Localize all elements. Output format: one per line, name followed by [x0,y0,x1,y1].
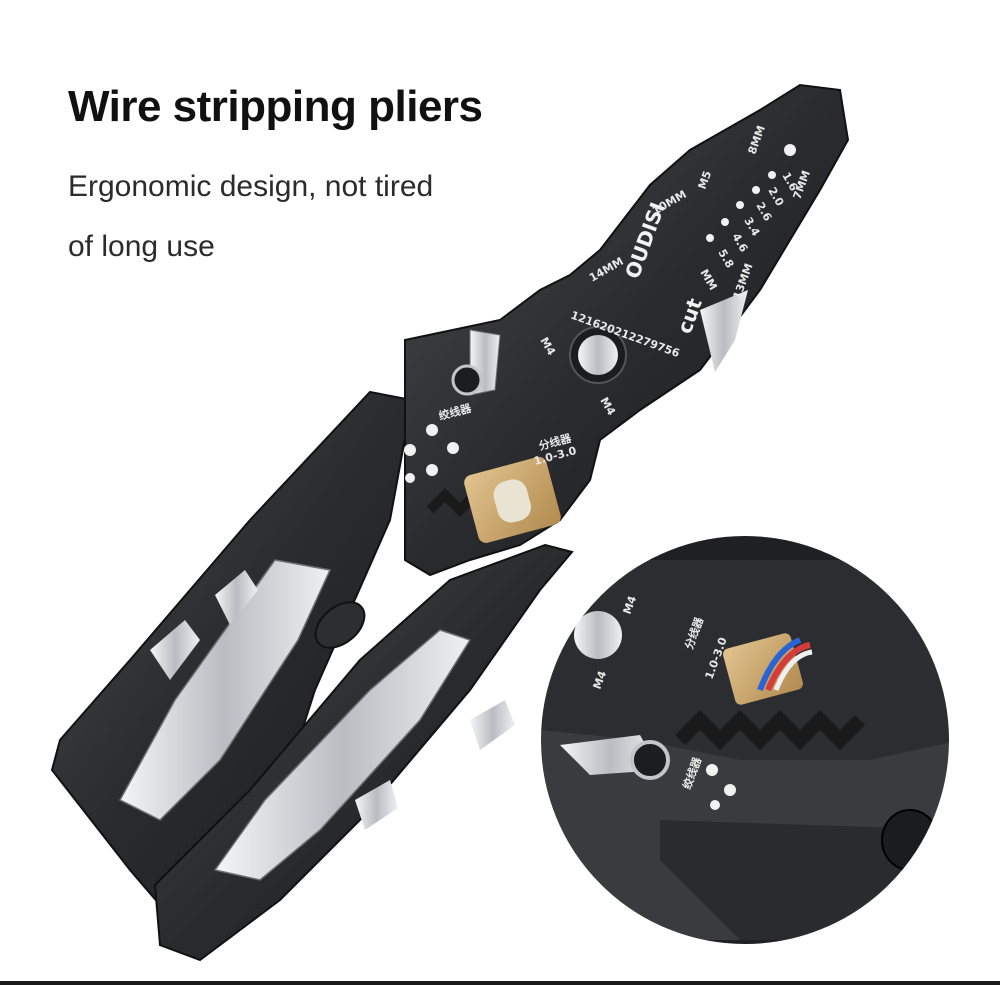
left-handle [50,390,414,907]
spring [314,601,366,649]
inset-closeup: 分线器 1.0-3.0 绞线器 M4 M4 [539,534,951,946]
subheadline-line-1: Ergonomic design, not tired [68,170,434,203]
inset-engraving-m4-a: M4 [621,594,640,616]
right-handle [153,543,574,962]
bottom-rule [0,981,1000,985]
jaw-head: OUDISI cut 8MM M5 10MM 14MM 7MM 13MM 1.6… [404,83,850,577]
engraving-hex-m5: M5 [696,169,715,191]
inset-engraving-m4-b: M4 [591,669,610,691]
headline: Wire stripping pliers [68,82,483,131]
subheadline-line-2: of long use [68,230,215,263]
